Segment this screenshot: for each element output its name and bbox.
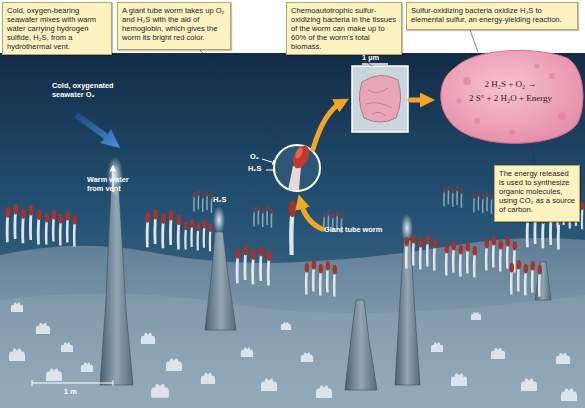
tube-worm-cluster xyxy=(5,204,41,245)
seafloor-fan xyxy=(281,322,291,330)
tube-worm-cluster xyxy=(510,260,542,297)
seafloor-fan xyxy=(556,353,570,364)
seafloor-fan xyxy=(46,368,62,381)
seafloor-fan xyxy=(301,352,313,362)
seafloor-fan xyxy=(241,347,253,357)
scene-label: H₂S xyxy=(248,165,262,174)
process-arrow xyxy=(301,203,322,229)
hydrothermal-vent xyxy=(100,190,133,385)
equation-line: 2 H₂S + O₂ → xyxy=(437,79,584,90)
tube-worm-cluster xyxy=(305,260,337,297)
bacterium-cell: 2 H₂S + O₂ → 2 S° + 2 H₂O + Energy xyxy=(437,46,584,146)
callout-box: The energy released is used to synthesiz… xyxy=(494,165,580,222)
seafloor-fan xyxy=(61,342,73,352)
distant-tube-worms xyxy=(193,190,213,213)
seawater-background xyxy=(0,238,585,408)
seafloor-fan xyxy=(451,373,467,386)
leader-line xyxy=(532,143,535,165)
scene-label: Giant tube worm xyxy=(324,226,382,235)
seafloor-fan xyxy=(151,384,169,398)
vent-plume xyxy=(107,156,413,242)
process-arrow xyxy=(313,103,341,149)
scale-bar xyxy=(32,380,33,386)
leader-line xyxy=(200,50,287,147)
seafloor-fan xyxy=(9,348,25,361)
callout-text: A giant tube worm takes up O₂ and H₂S wi… xyxy=(122,6,226,42)
micrograph-inset xyxy=(352,64,408,132)
distant-tube-worms xyxy=(253,205,273,228)
process-arrow xyxy=(410,98,426,103)
scale-bar xyxy=(32,383,113,384)
seafloor-fan xyxy=(141,333,155,344)
hydrothermal-vent xyxy=(345,300,377,390)
seafloor-fan xyxy=(9,302,577,401)
hydrothermal-vent xyxy=(100,190,551,390)
scene-label: O₂ xyxy=(250,153,259,162)
seawater-background xyxy=(0,294,585,408)
bacterium-granule xyxy=(535,64,540,69)
leader-line xyxy=(470,30,478,52)
scene-label: 1 m xyxy=(64,388,77,397)
tube-worm-cluster xyxy=(405,234,437,271)
flow-arrow xyxy=(262,159,275,163)
seafloor-fan xyxy=(471,312,481,320)
callout-text: Chemoautotrophic sulfur-oxidizing bacter… xyxy=(291,6,397,51)
process-arrow xyxy=(301,100,426,229)
callout-box: Cold, oxygen-bearing seawater mixes with… xyxy=(2,2,112,55)
zoom-circle xyxy=(290,143,313,171)
scene-label: Warm water from vent xyxy=(87,176,133,193)
vent-plume xyxy=(213,206,225,234)
flow-arrow xyxy=(74,112,120,148)
seafloor-fan xyxy=(521,378,537,391)
callout-box: Sulfur-oxidizing bacteria oxidize H₂S to… xyxy=(406,2,578,30)
seafloor-fan xyxy=(261,378,277,391)
micrograph-inset xyxy=(359,75,400,122)
tube-worm-cluster xyxy=(45,210,77,247)
tube-worm-cluster xyxy=(145,209,181,250)
bacterium-granule xyxy=(474,118,480,124)
tube-worm-cluster xyxy=(445,241,477,278)
seafloor-fan xyxy=(166,358,182,371)
bacterium-granule xyxy=(558,112,566,120)
callout-box: A giant tube worm takes up O₂ and H₂S wi… xyxy=(117,2,231,50)
distant-tube-worms xyxy=(443,185,463,208)
seafloor-fan xyxy=(491,348,505,359)
scene-label: 1 µm xyxy=(362,54,379,63)
bacterium-granule xyxy=(463,77,471,85)
callout-box: Chemoautotrophic sulfur-oxidizing bacter… xyxy=(286,2,402,55)
scene-label: Cold, oxygenated seawater O₂ xyxy=(52,82,127,99)
scale-bar xyxy=(113,380,114,386)
zoom-circle xyxy=(288,166,301,190)
seafloor-fan xyxy=(36,323,50,334)
bacterium-granule xyxy=(509,129,515,135)
tube-worm-cluster xyxy=(289,201,297,255)
hydrothermal-vent xyxy=(535,262,551,300)
bacterium-granule xyxy=(457,99,462,104)
seafloor-fan xyxy=(316,385,332,398)
callout-text: The energy released is used to synthesiz… xyxy=(499,169,575,214)
callout-text: Cold, oxygen-bearing seawater mixes with… xyxy=(7,6,107,51)
zoom-circle xyxy=(294,146,305,159)
seafloor-fan xyxy=(201,373,215,384)
tube-worm-cluster xyxy=(235,245,271,286)
seafloor-fan xyxy=(431,342,443,352)
seafloor-fan xyxy=(11,302,23,312)
seafloor-fan xyxy=(561,388,577,401)
micrograph-inset xyxy=(352,66,408,132)
micrograph-inset xyxy=(366,88,392,116)
equation-line: 2 S° + 2 H₂O + Energy xyxy=(437,93,584,104)
scene-label: H₂S xyxy=(213,196,227,205)
hydrothermal-vent xyxy=(395,240,420,385)
seafloor-fan xyxy=(81,362,93,372)
micrograph-inset xyxy=(362,63,388,65)
tube-worm-cluster xyxy=(184,219,212,251)
distant-tube-worms xyxy=(473,191,493,214)
scale-bar xyxy=(32,380,113,386)
callout-text: Sulfur-oxidizing bacteria oxidize H₂S to… xyxy=(411,6,573,24)
bacterium-granule xyxy=(549,73,555,79)
